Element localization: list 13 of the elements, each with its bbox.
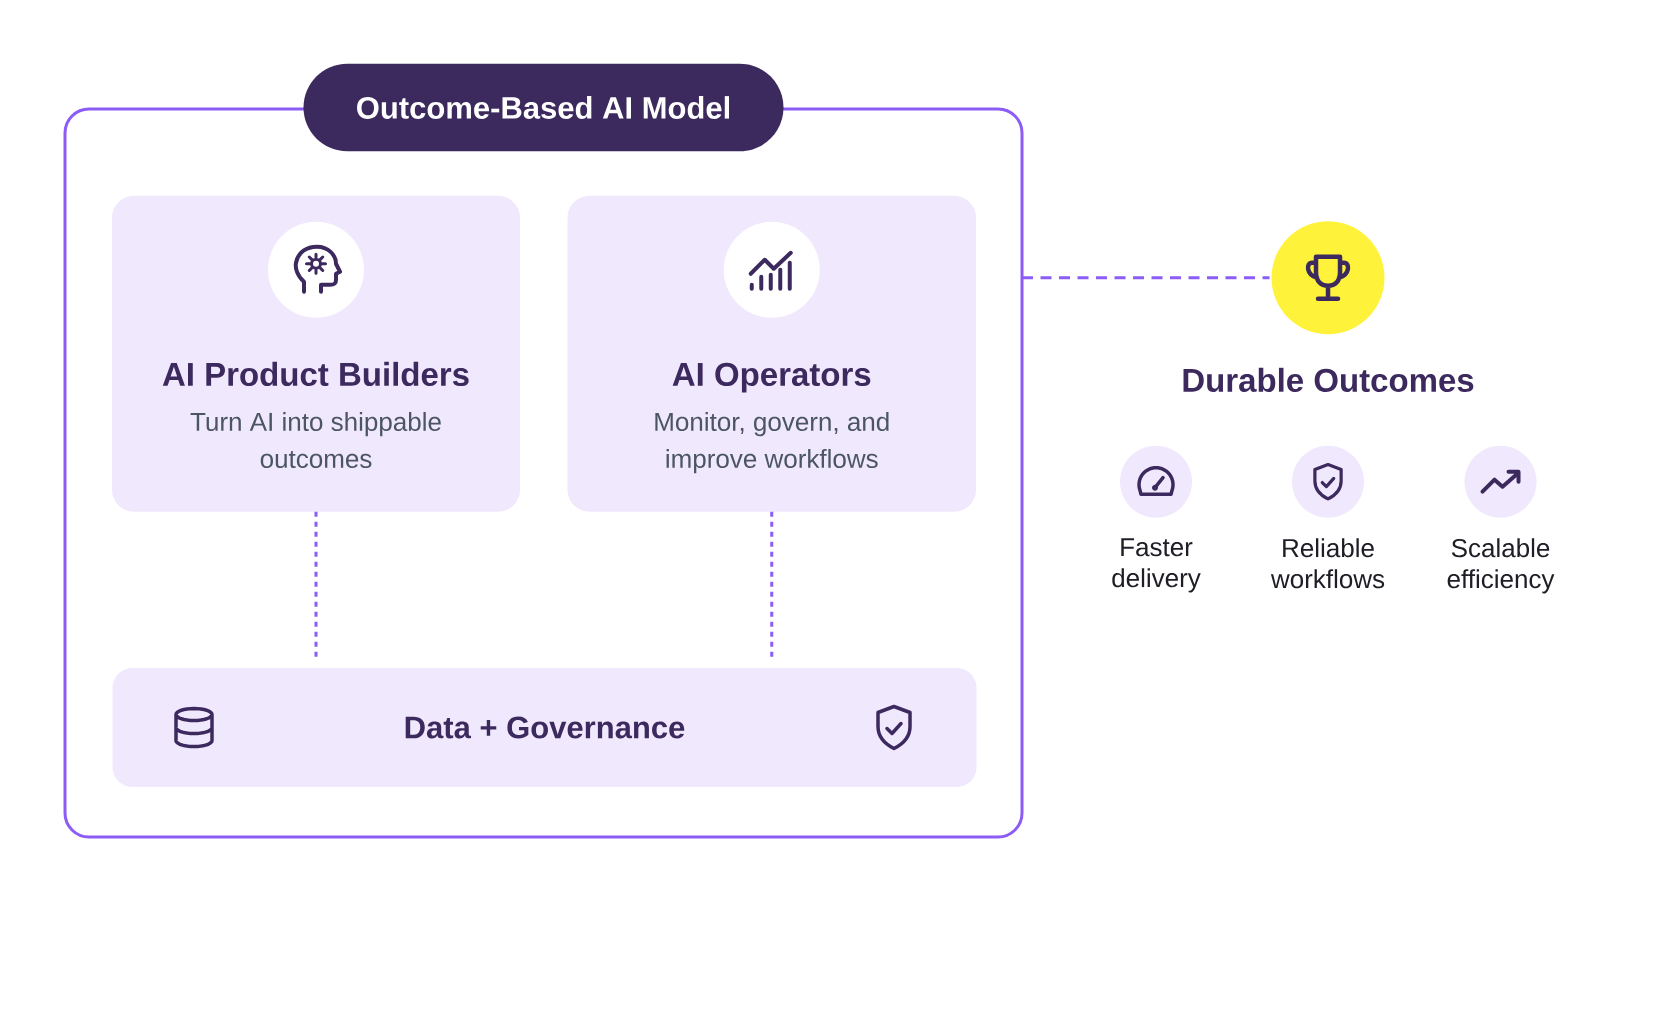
connector — [1022, 276, 1270, 280]
card-title: AI Product Builders — [162, 361, 469, 387]
outcome-label: Faster delivery — [1112, 538, 1201, 593]
card-text: Turn AI into shippable outcomes — [190, 411, 441, 469]
outcome-label: Scalable efficiency — [1447, 538, 1555, 594]
banner: Data + Governance — [112, 668, 977, 787]
outcome-label: Reliable workflows — [1270, 538, 1385, 589]
connector — [770, 511, 774, 660]
heading: Durable Outcomes — [1183, 367, 1474, 393]
card-text: Monitor, govern, and improve workflows — [655, 411, 889, 474]
card-title: AI Operators — [672, 362, 871, 393]
title-pill: Outcome-Based AI Model — [303, 63, 784, 152]
connector — [314, 511, 318, 660]
